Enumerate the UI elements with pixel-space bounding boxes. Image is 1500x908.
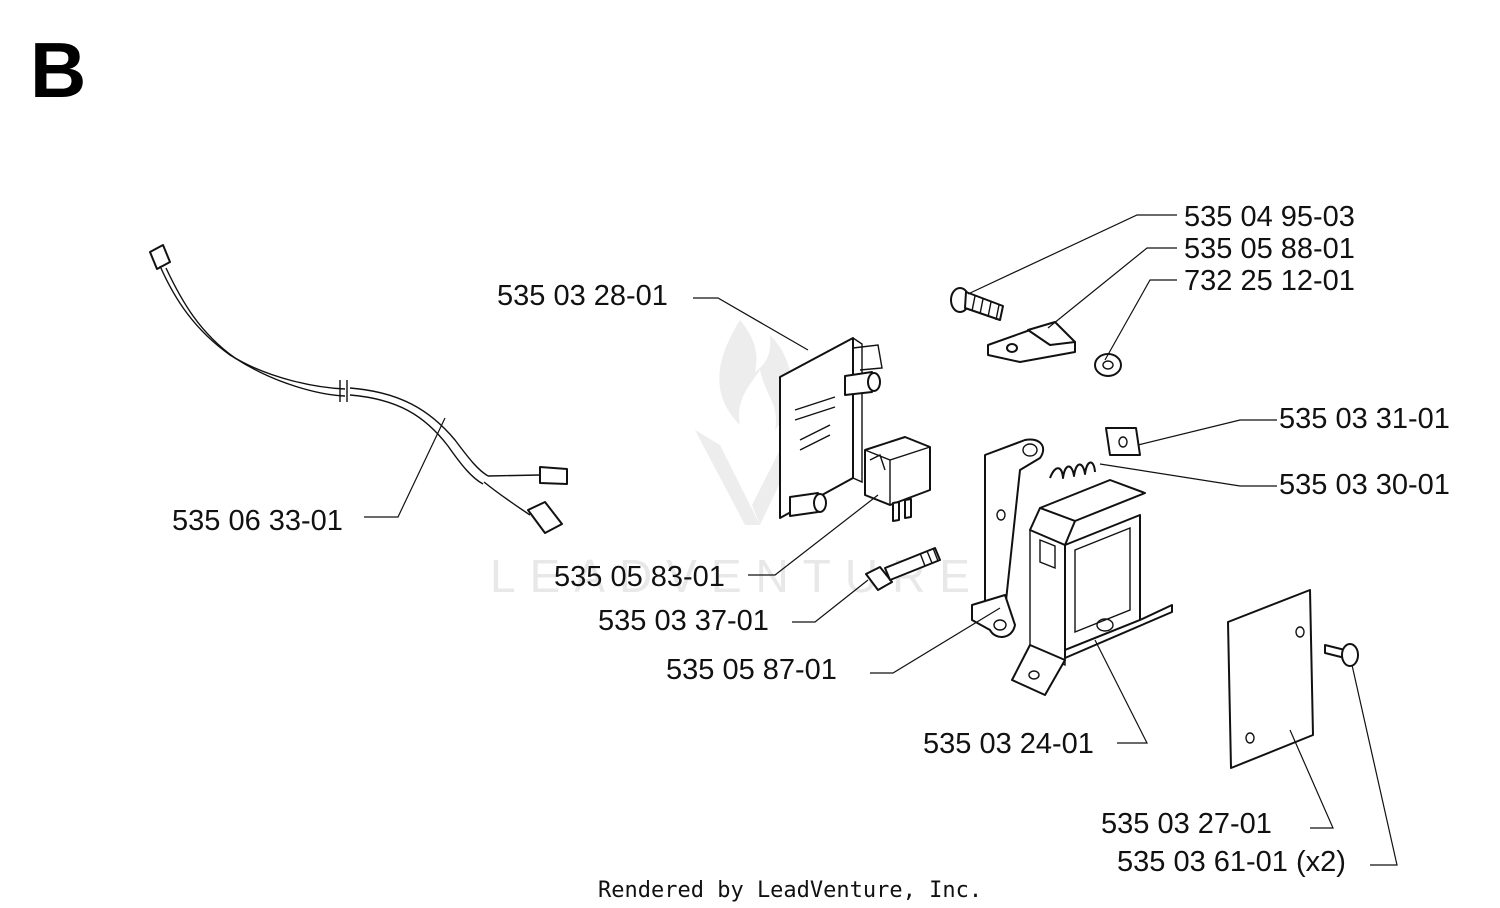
- part-label-switch-plate: 535 03 28-01: [497, 280, 668, 312]
- part-label-bolt: 535 03 37-01: [598, 605, 769, 637]
- part-label-adjust-bracket: 535 05 88-01: [1184, 233, 1355, 265]
- spring-assembly-drawing: [1049, 427, 1141, 479]
- leader-lines: [364, 214, 1398, 866]
- switch-plate-drawing: [779, 337, 883, 519]
- part-label-adjust-screw: 535 04 95-03: [1184, 201, 1355, 233]
- part-label-spring: 535 03 30-01: [1279, 469, 1450, 501]
- part-label-lever-bracket: 535 05 87-01: [666, 654, 837, 686]
- part-label-nut: 732 25 12-01: [1184, 265, 1355, 297]
- footer-credit: Rendered by LeadVenture, Inc.: [598, 878, 982, 903]
- cover-screw-icon: [1341, 643, 1359, 667]
- lever-bracket-drawing: [971, 438, 1045, 638]
- wire-harness-drawing: [149, 244, 568, 534]
- part-label-housing: 535 03 24-01: [923, 728, 1094, 760]
- housing-drawing: [1011, 479, 1173, 696]
- bolt-head-icon: [865, 566, 893, 591]
- spring-icon: [1049, 461, 1096, 479]
- nut-icon: [1094, 353, 1122, 377]
- adjust-assembly-drawing: [950, 287, 1122, 377]
- micro-switch-drawing: [864, 436, 931, 522]
- part-label-cover-screw: 535 03 61-01 (x2): [1117, 846, 1346, 878]
- part-label-micro-switch: 535 05 83-01: [554, 561, 725, 593]
- part-label-cover-plate: 535 03 27-01: [1101, 808, 1272, 840]
- part-labels: 535 06 33-01 535 03 28-01 535 05 83-01 5…: [172, 201, 1450, 878]
- section-letter: B: [30, 26, 86, 114]
- washer-plate-icon: [1105, 427, 1141, 456]
- part-label-washer-plate: 535 03 31-01: [1279, 403, 1450, 435]
- cover-plate-drawing: [1227, 589, 1359, 769]
- harness-connector-icon: [149, 244, 171, 270]
- terminal-icon: [539, 466, 568, 485]
- terminal-icon: [527, 501, 563, 534]
- part-label-wire-harness: 535 06 33-01: [172, 505, 343, 537]
- bolt-drawing: [865, 547, 941, 591]
